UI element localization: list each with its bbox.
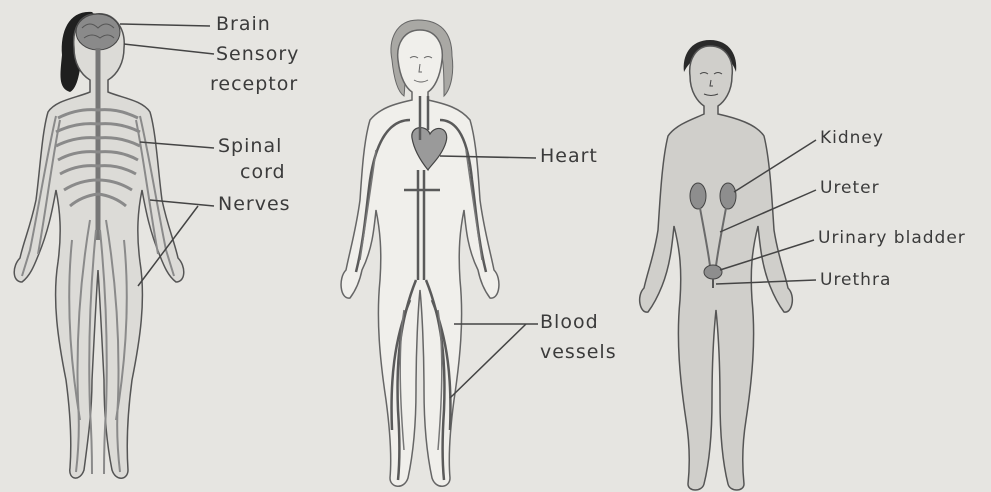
blood-vessels-label-line2: vessels xyxy=(540,342,617,362)
sensory-receptor-leader-line xyxy=(124,44,214,54)
sensory-receptor-label-line1: Sensory xyxy=(216,44,299,64)
blood-vessels-label-line1: Blood xyxy=(540,312,599,332)
urinary-system-figure xyxy=(640,40,793,490)
urinary-bladder-label: Urinary bladder xyxy=(818,228,966,248)
circulatory-system-figure xyxy=(341,20,499,486)
figure1-brain xyxy=(76,14,120,50)
brain-label: Brain xyxy=(216,14,271,34)
right-kidney xyxy=(720,183,736,209)
sensory-receptor-label-line2: receptor xyxy=(210,74,298,94)
urinary-bladder xyxy=(704,265,722,279)
ureter-label: Ureter xyxy=(820,178,880,198)
nervous-system-figure xyxy=(14,12,184,478)
spinal-cord-label-line1: Spinal xyxy=(218,136,282,156)
brain-leader-line xyxy=(120,24,210,26)
kidney-label: Kidney xyxy=(820,128,884,148)
nerves-label: Nerves xyxy=(218,194,291,214)
spinal-cord-label-line2: cord xyxy=(240,162,286,182)
urethra-label: Urethra xyxy=(820,270,891,290)
heart-label: Heart xyxy=(540,146,598,166)
left-kidney xyxy=(690,183,706,209)
